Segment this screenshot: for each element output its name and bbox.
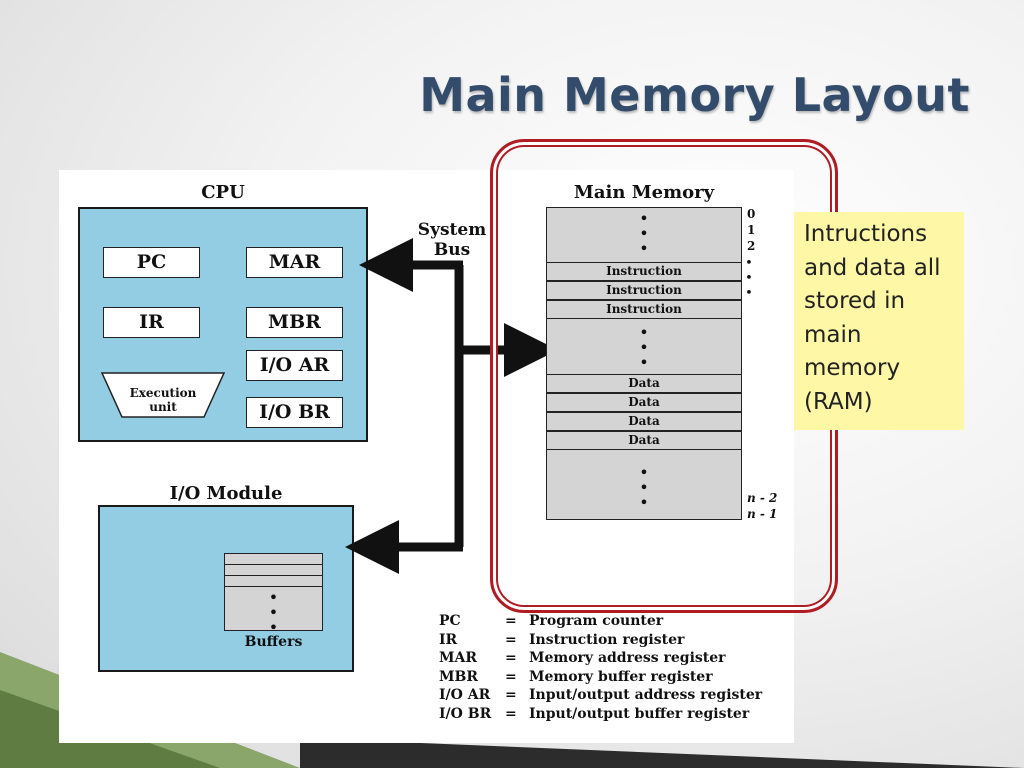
buffer-ellipsis: •••	[268, 588, 279, 637]
legend-row: MAR = Memory address register	[439, 650, 726, 666]
execution-unit-shape	[100, 372, 226, 418]
legend-row: MBR = Memory buffer register	[439, 668, 713, 685]
system-bus-label: System Bus	[417, 220, 487, 260]
memory-ellipsis-top: •••	[639, 209, 649, 258]
main-memory-highlight-frame	[490, 139, 838, 613]
callout-note: Intructions and data all stored in main …	[794, 212, 964, 430]
cpu-title: CPU	[201, 182, 245, 203]
buffers-label: Buffers	[244, 634, 303, 650]
execution-unit-label: Execution unit	[129, 386, 197, 414]
address-0: 0	[747, 207, 756, 221]
cpu-box: PC MAR IR MBR I/O AR I/O BR Execution un…	[78, 207, 368, 442]
address-1: 1	[747, 223, 756, 237]
legend-row: PC = Program counter	[439, 613, 664, 629]
io-ar-register: I/O AR	[246, 350, 343, 381]
buffers-stack: •••	[224, 553, 323, 636]
memory-diagram: CPU PC MAR IR MBR I/O AR I/O BR Executio…	[59, 170, 794, 743]
memory-data-cell: Data	[547, 431, 741, 450]
memory-instruction-cell: Instruction	[547, 281, 741, 300]
memory-instruction-cell: Instruction	[547, 262, 741, 281]
io-module-title: I/O Module	[169, 483, 283, 504]
address-ellipsis: •••	[745, 256, 753, 301]
main-memory-column: ••• Instruction Instruction Instruction …	[546, 207, 742, 520]
legend-row: IR = Instruction register	[439, 631, 685, 648]
system-bus-lines	[345, 238, 558, 574]
address-n-2: n - 2	[747, 491, 778, 505]
slide-title: Main Memory Layout	[419, 68, 970, 122]
address-n-1: n - 1	[747, 507, 778, 521]
pc-register: PC	[103, 247, 200, 278]
memory-instruction-cell: Instruction	[547, 300, 741, 319]
legend-row: I/O BR = Input/output buffer register	[439, 705, 750, 722]
address-2: 2	[747, 239, 756, 253]
memory-ellipsis-middle: •••	[639, 323, 649, 372]
io-br-register: I/O BR	[246, 397, 343, 428]
memory-data-cell: Data	[547, 412, 741, 431]
mar-register: MAR	[246, 247, 343, 278]
memory-ellipsis-bottom: •••	[639, 463, 649, 512]
mbr-register: MBR	[246, 307, 343, 338]
main-memory-title: Main Memory	[573, 182, 715, 203]
register-legend: PC = Program counter IR = Instruction re…	[439, 612, 762, 723]
memory-data-cell: Data	[547, 393, 741, 412]
ir-register: IR	[103, 307, 200, 338]
memory-data-cell: Data	[547, 374, 741, 393]
legend-row: I/O AR = Input/output address register	[439, 687, 763, 703]
